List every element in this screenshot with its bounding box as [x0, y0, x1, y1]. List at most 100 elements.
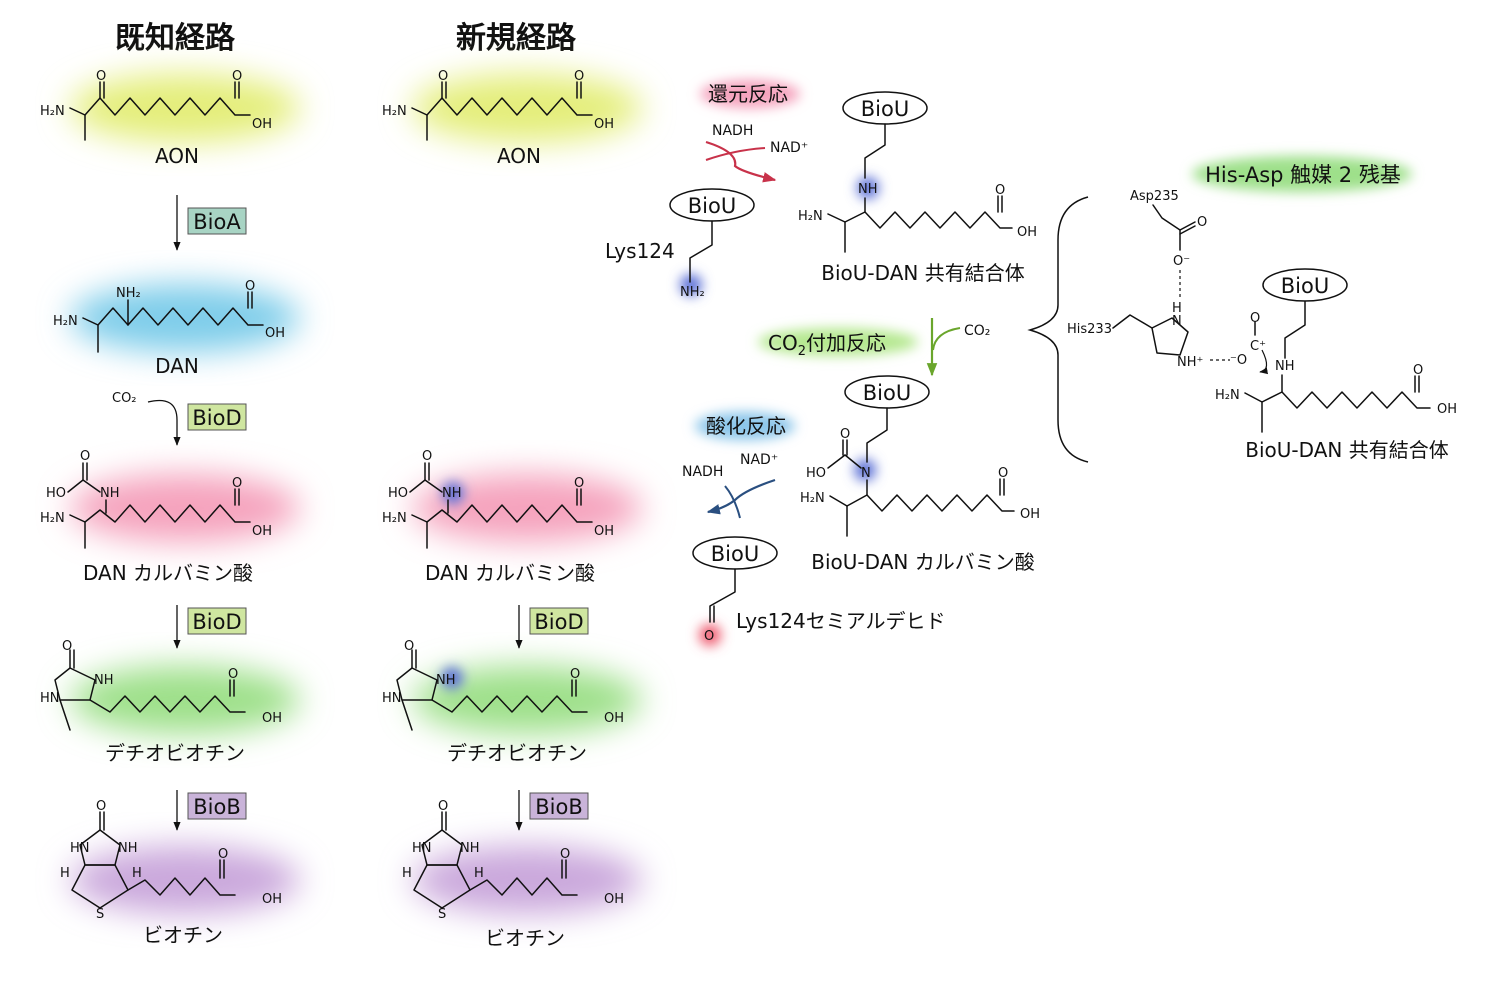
atom-label: OH	[252, 117, 272, 132]
his-asp-glow	[1192, 156, 1412, 192]
atom-label: His233	[1067, 322, 1112, 337]
atom-label: O	[840, 427, 850, 442]
blue-dot-adduct	[857, 177, 879, 199]
carbamate-glow-new	[412, 474, 642, 542]
atom-label: O	[232, 476, 242, 491]
blue-dot-biou-carbamate	[854, 459, 876, 481]
atom-label: O	[1250, 311, 1260, 326]
biou-label: BioU	[1281, 274, 1329, 298]
biotin-glow-known	[70, 846, 300, 914]
biod-label: BioD	[534, 610, 583, 634]
atom-label: O	[245, 279, 255, 294]
oxidation-arrow	[706, 478, 776, 515]
nad-label-reduction: NAD⁺	[770, 140, 808, 156]
atom-label: O	[560, 847, 570, 862]
co2-addition-label: CO2付加反応	[768, 331, 886, 359]
biou-dan-adduct-structure: NH H₂N O OH	[798, 123, 1037, 253]
atom-label: O	[80, 449, 90, 464]
oxidation-label: 酸化反応	[706, 414, 786, 438]
atom-label: NH	[858, 182, 878, 197]
atom-label: O	[995, 183, 1005, 198]
dethiobiotin-label-known: デチオビオチン	[105, 741, 245, 765]
atom-label: OH	[604, 711, 624, 726]
atom-label: O	[438, 69, 448, 84]
biotin-glow-new	[412, 846, 642, 914]
biou-dan-adduct-label-detail: BioU-DAN 共有結合体	[1245, 438, 1448, 462]
atom-label: O	[404, 639, 414, 654]
new-pathway-title: 新規経路	[456, 21, 577, 56]
atom-label: NH	[460, 841, 480, 856]
atom-label: N	[861, 466, 871, 481]
atom-label: OH	[604, 892, 624, 907]
atom-label: ⁻O	[1230, 353, 1247, 368]
biod-box-2	[187, 607, 247, 635]
atom-label: H	[60, 866, 70, 881]
atom-label: NH	[118, 841, 138, 856]
dan-label: DAN	[155, 354, 199, 378]
atom-label: OH	[262, 892, 282, 907]
biod-label: BioD	[192, 406, 241, 430]
nad-label-oxidation: NAD⁺	[740, 452, 778, 468]
biotin-label-known: ビオチン	[143, 923, 223, 947]
atom-label: O	[438, 799, 448, 814]
glow-layer	[70, 74, 1412, 914]
aon-glow-new	[412, 74, 642, 142]
dan-carbamate-structure-known: HO O NH H₂N O OH	[40, 449, 272, 549]
atom-label: O⁻	[1173, 254, 1190, 269]
atom-label: O	[96, 69, 106, 84]
atom-label: NH	[100, 486, 120, 501]
bioa-box-known	[187, 207, 247, 235]
atom-label: N	[1172, 314, 1182, 329]
atom-label: HO	[388, 486, 408, 501]
his-asp-label: His-Asp 触媒 2 残基	[1205, 163, 1401, 187]
atom-label: HN	[40, 691, 60, 706]
biob-box-new	[529, 792, 589, 820]
atom-label: H₂N	[1215, 388, 1240, 403]
dan-structure: H₂N NH₂ O OH	[53, 279, 285, 353]
biou-label: BioU	[863, 381, 911, 405]
atom-label: NH	[1275, 359, 1295, 374]
atom-label: H₂N	[53, 314, 78, 329]
aon-glow-known	[70, 74, 300, 142]
biob-label: BioB	[535, 795, 583, 819]
atom-label: O	[62, 639, 72, 654]
co2-label-known: CO₂	[112, 391, 137, 406]
reduction-arrow	[705, 140, 777, 183]
atom-label: NH₂	[680, 285, 705, 300]
dan-carbamate-structure-new: HO O NH H₂N O OH	[382, 449, 614, 549]
brace	[1027, 196, 1089, 463]
atom-label: NH₂	[116, 286, 141, 301]
biotin-structure-new: O HN NH S H H O OH	[402, 799, 624, 922]
blue-dot-lys124	[680, 274, 702, 296]
atom-label: OH	[594, 524, 614, 539]
co2-label-mechanism: CO₂	[964, 323, 990, 339]
atom-label: H₂N	[798, 209, 823, 224]
biotin-label-new: ビオチン	[485, 926, 565, 950]
biou-label: BioU	[711, 542, 759, 566]
atom-label: O	[574, 69, 584, 84]
atom-label: H	[402, 866, 412, 881]
atom-label: H₂N	[40, 511, 65, 526]
atom-label: S	[96, 907, 104, 922]
atom-label: NH	[436, 673, 456, 688]
atom-label: OH	[252, 524, 272, 539]
atom-label: O	[218, 847, 228, 862]
atom-label: H	[1172, 301, 1182, 316]
atom-label: NH	[94, 673, 114, 688]
oxidation-label-glow	[695, 412, 795, 440]
dan-carbamate-label-known: DAN カルバミン酸	[83, 561, 253, 585]
oxidation-arrow-branch	[724, 485, 741, 519]
atom-label: H₂N	[382, 511, 407, 526]
atom-label: OH	[262, 711, 282, 726]
dan-carbamate-label-new: DAN カルバミン酸	[425, 561, 595, 585]
atom-label: O	[574, 476, 584, 491]
atom-label: OH	[1437, 402, 1457, 417]
biou-dan-adduct-label: BioU-DAN 共有結合体	[821, 261, 1024, 285]
atom-label: O	[704, 629, 714, 644]
biou-label: BioU	[688, 194, 736, 218]
atom-label: HN	[70, 841, 90, 856]
co2-label-glow	[758, 328, 918, 356]
dethiobiotin-glow-known	[70, 666, 300, 734]
biou-dan-carbamate-label: BioU-DAN カルバミン酸	[811, 550, 1034, 574]
atom-label: O	[1413, 363, 1423, 378]
